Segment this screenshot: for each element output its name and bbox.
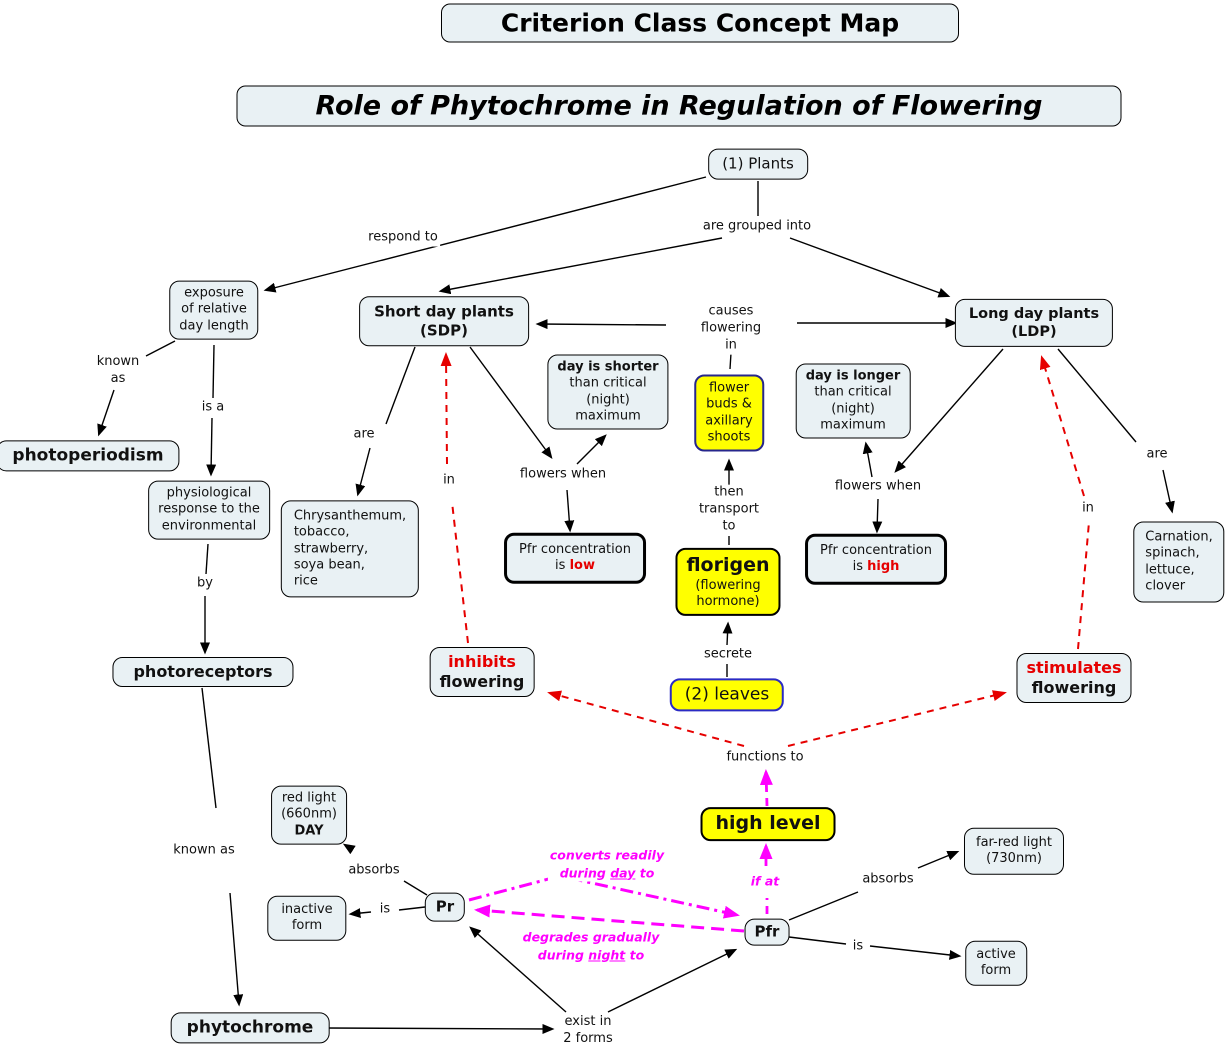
link-are-grouped-into[interactable]: are grouped into [700, 218, 814, 236]
node-florigen[interactable]: florigen (flowering hormone) [675, 547, 781, 617]
converts-day-underlined: day [610, 865, 636, 880]
red-light-text: red light (660nm) [281, 790, 337, 822]
node-pfr-high[interactable]: Pfr concentration is high [805, 533, 947, 585]
link-flowers-when-sdp[interactable]: flowers when [517, 466, 609, 484]
day-shorter-heading: day is shorter [557, 359, 659, 375]
link-then-transport-to[interactable]: then transport to [696, 484, 762, 536]
link-is-pfr[interactable]: is [850, 938, 866, 956]
pfr-low-value: low [569, 558, 595, 573]
stimulates-flowering-word: flowering [1031, 678, 1117, 697]
pfr-high-text: Pfr concentration is [820, 542, 932, 574]
node-pfr[interactable]: Pfr [744, 918, 790, 946]
black-connectors [97, 176, 1175, 1034]
node-day-shorter[interactable]: day is shorter than critical (night) max… [547, 354, 669, 430]
link-secrete[interactable]: secrete [701, 646, 755, 664]
inhibits-word: inhibits [448, 652, 516, 671]
link-is-a[interactable]: is a [199, 399, 227, 417]
link-absorbs-pfr[interactable]: absorbs [860, 871, 916, 889]
link-are-ldp[interactable]: are [1144, 446, 1170, 464]
day-shorter-detail: than critical (night) maximum [569, 375, 647, 424]
florigen-heading: florigen [686, 553, 770, 576]
red-dashed-connectors [440, 352, 1090, 747]
node-exposure-day-length[interactable]: exposure of relative day length [169, 280, 259, 340]
node-far-red-light[interactable]: far-red light (730nm) [963, 827, 1065, 875]
link-functions-to[interactable]: functions to [724, 749, 806, 767]
degrades-text: degrades gradually during [522, 929, 660, 963]
link-in-ldp[interactable]: in [1080, 500, 1096, 518]
link-converts-readily[interactable]: converts readily during day to [547, 846, 667, 882]
florigen-detail: (flowering hormone) [695, 577, 761, 609]
node-ldp-examples[interactable]: Carnation, spinach, lettuce, clover [1133, 521, 1225, 603]
map-title[interactable]: Criterion Class Concept Map [441, 3, 959, 43]
day-longer-detail: than critical (night) maximum [814, 384, 892, 433]
node-day-longer[interactable]: day is longer than critical (night) maxi… [795, 363, 911, 439]
stimulates-word: stimulates [1026, 658, 1122, 677]
link-flowers-when-ldp[interactable]: flowers when [832, 478, 924, 496]
node-high-level[interactable]: high level [700, 807, 836, 841]
node-photoreceptors[interactable]: photoreceptors [112, 657, 294, 687]
node-active-form[interactable]: active form [965, 940, 1027, 986]
link-absorbs-pr[interactable]: absorbs [346, 862, 402, 880]
node-pfr-low[interactable]: Pfr concentration is low [504, 532, 646, 584]
degrades-night-underlined: night [588, 947, 626, 962]
link-exist-in-2-forms[interactable]: exist in 2 forms [561, 1014, 615, 1048]
degrades-to: to [625, 947, 645, 962]
converts-text: converts readily during [549, 847, 665, 881]
link-known-as-bottom[interactable]: known as [171, 842, 237, 860]
node-short-day-plants[interactable]: Short day plants (SDP) [359, 296, 529, 346]
link-causes-flowering-in[interactable]: causes flowering in [698, 303, 764, 355]
node-plants[interactable]: (1) Plants [708, 148, 808, 180]
node-photoperiodism[interactable]: photoperiodism [0, 440, 180, 472]
node-stimulates-flowering[interactable]: stimulates flowering [1016, 653, 1132, 703]
converts-to: to [635, 865, 655, 880]
node-red-light[interactable]: red light (660nm) DAY [271, 785, 347, 845]
map-subtitle[interactable]: Role of Phytochrome in Regulation of Flo… [236, 85, 1122, 127]
link-degrades-gradually[interactable]: degrades gradually during night to [520, 928, 662, 964]
pfr-low-text: Pfr concentration is [519, 541, 631, 573]
link-are-sdp[interactable]: are [351, 426, 377, 444]
node-phytochrome[interactable]: phytochrome [170, 1012, 330, 1044]
inhibits-flowering-word: flowering [439, 672, 525, 691]
magenta-connectors [468, 769, 773, 933]
link-in-sdp[interactable]: in [441, 472, 457, 490]
link-by[interactable]: by [195, 575, 215, 593]
node-leaves[interactable]: (2) leaves [669, 678, 785, 712]
node-flower-buds[interactable]: flower buds & axillary shoots [694, 374, 764, 452]
link-is-pr[interactable]: is [377, 901, 393, 919]
link-known-as-top[interactable]: known as [94, 354, 142, 388]
day-longer-heading: day is longer [805, 368, 901, 384]
node-inhibits-flowering[interactable]: inhibits flowering [429, 647, 535, 697]
link-respond-to[interactable]: respond to [366, 229, 440, 247]
node-inactive-form[interactable]: inactive form [267, 895, 347, 941]
node-sdp-examples[interactable]: Chrysanthemum, tobacco, strawberry, soya… [280, 500, 420, 598]
node-long-day-plants[interactable]: Long day plants (LDP) [954, 298, 1114, 348]
node-pr[interactable]: Pr [424, 892, 466, 922]
link-if-at[interactable]: if at [748, 872, 782, 890]
node-physiological-response[interactable]: physiological response to the environmen… [148, 480, 270, 540]
pfr-high-value: high [867, 559, 900, 574]
red-light-day: DAY [294, 823, 324, 839]
